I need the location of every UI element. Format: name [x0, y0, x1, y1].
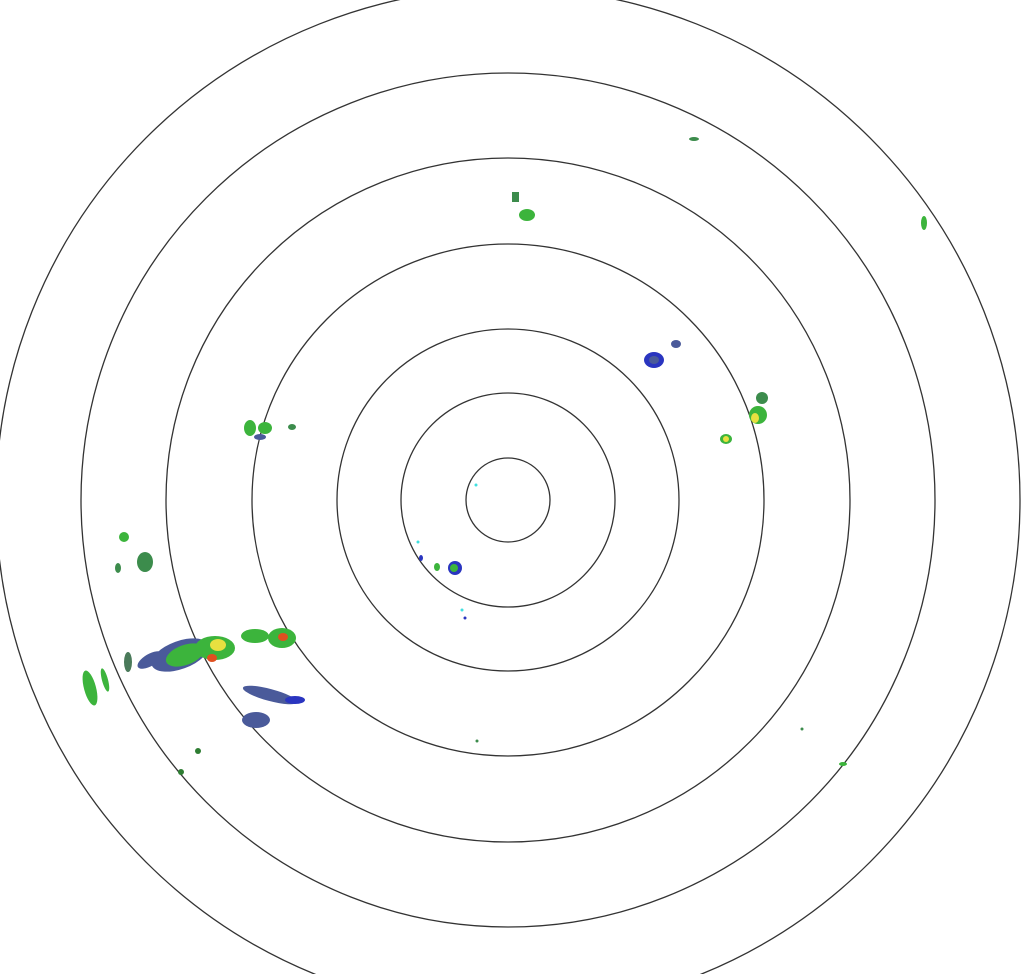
echo-cluster-west — [244, 420, 296, 440]
range-ring-4 — [251, 243, 765, 757]
range-ring-5 — [165, 157, 851, 843]
precipitation-echoes — [82, 137, 927, 775]
range-ring-6 — [80, 72, 936, 928]
range-ring-1 — [465, 457, 551, 543]
echo-band-southwest — [82, 532, 305, 775]
echo-cluster-north — [512, 137, 927, 230]
range-ring-2 — [400, 392, 616, 608]
echo-cluster-east — [644, 340, 847, 766]
echo-cluster-near-center — [416, 483, 479, 743]
range-ring-3 — [336, 328, 680, 672]
